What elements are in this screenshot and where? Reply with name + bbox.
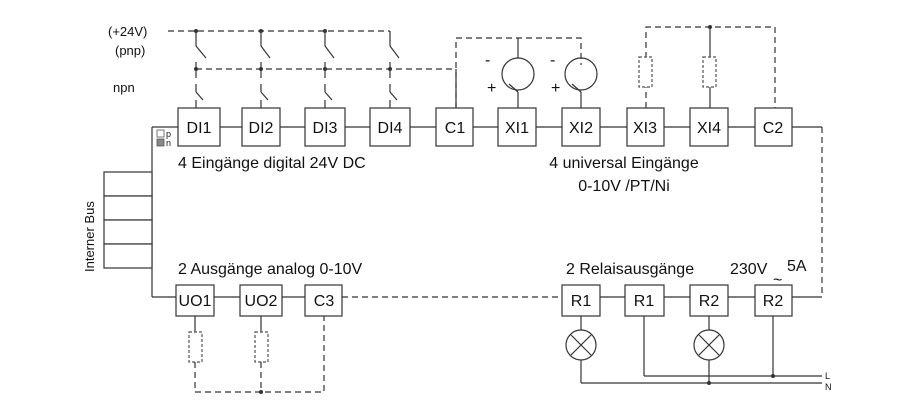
pnp-label: (pnp) <box>115 43 145 58</box>
svg-text:C2: C2 <box>763 120 784 137</box>
terminal-r2-b[interactable]: R2 <box>754 284 793 317</box>
line-l-label: L <box>825 371 830 381</box>
terminal-di2[interactable]: DI2 <box>241 107 281 147</box>
svg-text:C3: C3 <box>314 293 335 310</box>
analog-outputs-label: 2 Ausgänge analog 0-10V <box>178 261 362 278</box>
selector-p-label: p <box>166 129 171 139</box>
terminal-r1-b[interactable]: R1 <box>624 284 665 317</box>
svg-text:UO2: UO2 <box>245 293 278 310</box>
svg-text:UO1: UO1 <box>179 293 212 310</box>
terminal-di4[interactable]: DI4 <box>369 107 411 147</box>
svg-text:DI3: DI3 <box>313 120 338 137</box>
terminal-xi3[interactable]: XI3 <box>626 107 665 147</box>
terminal-uo2[interactable]: UO2 <box>239 284 283 317</box>
svg-text:DI2: DI2 <box>249 120 274 137</box>
top-terminals: DI1 DI2 DI3 DI4 C1 XI1 XI2 XI3 XI4 C2 <box>177 107 793 147</box>
bottom-right-terminals: R1 R1 R2 R2 <box>561 284 793 317</box>
svg-text:C1: C1 <box>445 120 466 137</box>
npn-label: npn <box>113 80 135 95</box>
relay-current-label: 5A <box>787 258 807 275</box>
internal-bus-label: Interner Bus <box>82 201 97 272</box>
switch-di1 <box>194 29 207 108</box>
universal-range-label: 0-10V /PT/Ni <box>578 178 670 195</box>
minus-sign-xi2: - <box>550 52 555 69</box>
terminal-di3[interactable]: DI3 <box>304 107 346 147</box>
svg-text:R1: R1 <box>571 293 592 310</box>
supply-voltage-label: (+24V) <box>108 24 147 39</box>
pnp-npn-selector[interactable]: p n <box>156 129 171 148</box>
ac-symbol: ~ <box>773 272 782 289</box>
load-uo1-icon <box>188 331 203 363</box>
svg-text:R2: R2 <box>763 293 784 310</box>
relay-outputs-label: 2 Relaisausgänge <box>566 261 694 278</box>
switch-di3 <box>323 29 335 108</box>
voltage-source-xi1-icon <box>501 57 535 91</box>
plus-sign-xi1: + <box>487 80 496 97</box>
svg-text:DI4: DI4 <box>378 120 403 137</box>
terminal-c2[interactable]: C2 <box>754 107 793 147</box>
universal-input-wiring: - + - + <box>455 25 776 108</box>
module-outline <box>151 126 823 298</box>
svg-text:DI1: DI1 <box>187 120 212 137</box>
relay-output-wiring: L N <box>565 316 832 392</box>
terminal-xi4[interactable]: XI4 <box>689 107 729 147</box>
svg-text:XI4: XI4 <box>697 120 721 137</box>
plus-sign-xi2: + <box>551 80 560 97</box>
load-uo2-icon <box>254 331 269 363</box>
terminal-c3[interactable]: C3 <box>304 284 343 317</box>
switch-di2 <box>259 29 271 108</box>
terminal-c1[interactable]: C1 <box>435 107 474 147</box>
digital-input-wiring: (+24V) (pnp) npn <box>108 24 457 108</box>
digital-inputs-label: 4 Eingänge digital 24V DC <box>178 155 366 172</box>
svg-text:XI3: XI3 <box>633 120 657 137</box>
terminal-xi1[interactable]: XI1 <box>497 107 537 147</box>
terminal-xi2[interactable]: XI2 <box>561 107 601 147</box>
relay-voltage-label: 230V <box>730 261 768 278</box>
universal-inputs-label: 4 universal Eingänge <box>549 155 699 172</box>
terminal-di1[interactable]: DI1 <box>177 107 221 147</box>
svg-text:R1: R1 <box>634 293 655 310</box>
switch-di4 <box>388 31 400 108</box>
internal-bus-connector: Interner Bus <box>82 171 153 272</box>
line-n-label: N <box>825 382 832 392</box>
analog-output-wiring <box>188 316 325 394</box>
svg-text:XI1: XI1 <box>505 120 529 137</box>
voltage-source-xi2-icon <box>564 57 598 91</box>
resistor-xi4-icon <box>702 56 717 88</box>
terminal-r2-a[interactable]: R2 <box>689 284 729 317</box>
resistor-xi3-icon <box>638 56 653 88</box>
terminal-uo1[interactable]: UO1 <box>175 284 215 317</box>
selector-n-label: n <box>166 138 171 148</box>
svg-text:R2: R2 <box>699 293 720 310</box>
bottom-left-terminals: UO1 UO2 C3 <box>175 284 343 317</box>
minus-sign-xi1: - <box>485 52 490 69</box>
svg-text:XI2: XI2 <box>569 120 593 137</box>
terminal-r1-a[interactable]: R1 <box>561 284 601 317</box>
